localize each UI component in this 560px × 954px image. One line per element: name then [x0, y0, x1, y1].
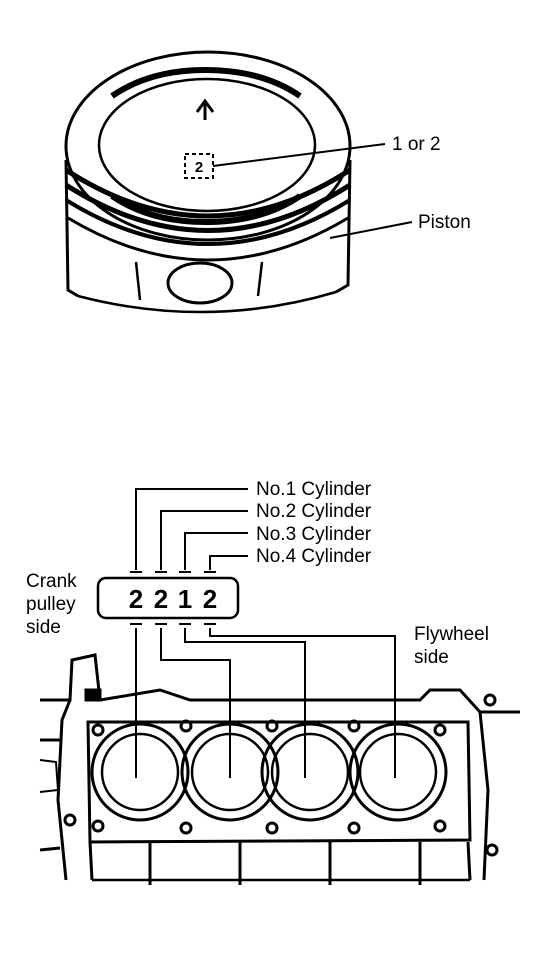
- piston-label: Piston: [418, 212, 471, 233]
- engine-block-drawing: [39, 653, 520, 885]
- flywheel-label-line-1: Flywheel: [414, 624, 489, 645]
- code-cyl-1: 2: [129, 584, 143, 614]
- label-cylinder-4: No.4 Cylinder: [256, 546, 372, 567]
- crank-label-line-3: side: [26, 617, 61, 638]
- label-cylinder-2: No.2 Cylinder: [256, 501, 372, 522]
- crown-mark: 2: [195, 159, 203, 176]
- label-cylinder-3: No.3 Cylinder: [256, 524, 372, 545]
- crank-label-line-2: pulley: [26, 594, 76, 615]
- flywheel-label-line-2: side: [414, 647, 449, 668]
- code-cyl-2: 2: [154, 584, 168, 614]
- label-cylinder-1: No.1 Cylinder: [256, 479, 372, 500]
- piston-drawing: [64, 50, 413, 314]
- code-box: [96, 576, 240, 620]
- code-cyl-3: 1: [178, 584, 192, 614]
- code-cyl-4: 2: [203, 584, 217, 614]
- mark-label: 1 or 2: [392, 134, 441, 155]
- cylinder-leaders: [130, 488, 396, 778]
- crank-label-line-1: Crank: [26, 571, 77, 592]
